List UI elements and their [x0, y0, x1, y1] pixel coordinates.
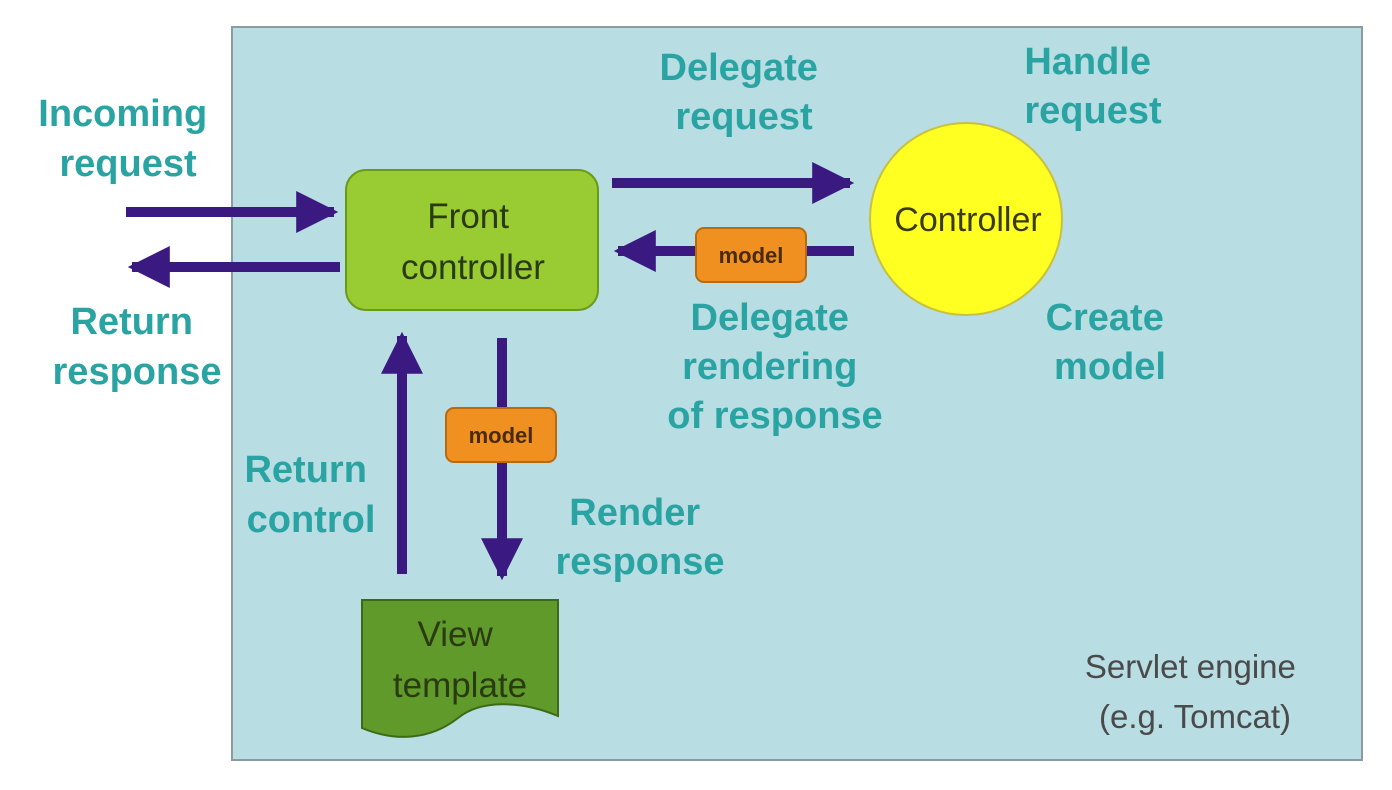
delegate-rendering-label: Delegate rendering of response: [667, 297, 882, 437]
model-badge-bottom: [445, 407, 557, 463]
delegate-request-label: Delegate request: [660, 47, 829, 138]
return-control-label: Return control: [244, 449, 377, 541]
incoming-request-label: Incoming request: [38, 93, 217, 185]
front-controller-box: [345, 169, 599, 311]
create-model-label: Create model: [1046, 297, 1175, 388]
return-response-label: Return response: [53, 301, 222, 393]
model-badge-top: [695, 227, 807, 283]
servlet-engine-label: Servlet engine (e.g. Tomcat): [1085, 648, 1305, 735]
controller-label: Controller: [894, 201, 1041, 239]
controller-circle: [869, 122, 1063, 316]
model-badge-top-label: model: [719, 243, 784, 268]
view-template-label: View template: [393, 615, 527, 705]
model-badge-bottom-label: model: [469, 423, 534, 448]
front-controller-label: Front controller: [401, 197, 545, 287]
handle-request-label: Handle request: [1024, 41, 1162, 132]
render-response-label: Render response: [556, 492, 725, 583]
view-template-shape: [361, 599, 559, 738]
